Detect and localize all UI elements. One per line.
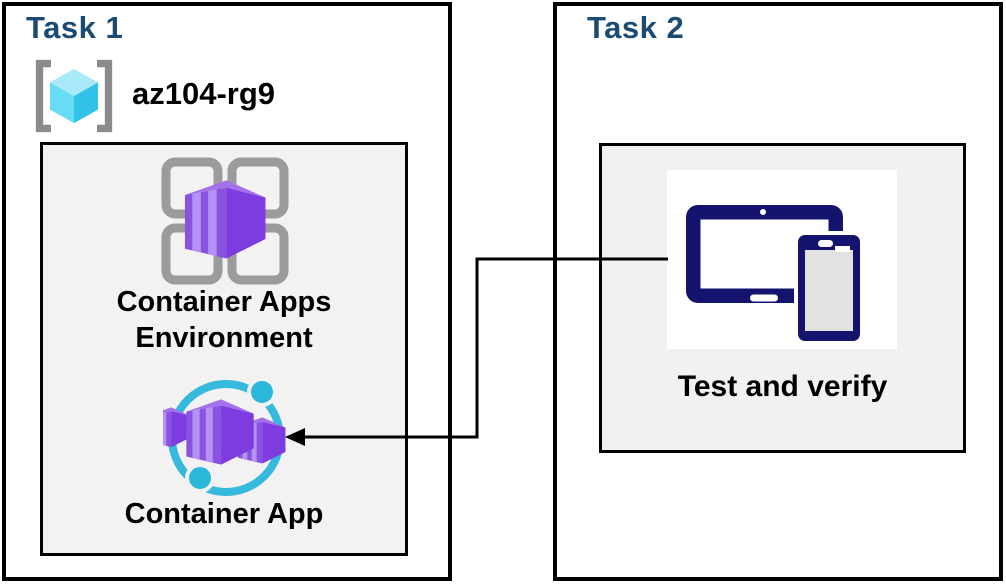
container-apps-environment-label: Container Apps Environment <box>43 284 405 356</box>
tablet-and-phone-icon <box>686 205 864 345</box>
task1-title: Task 1 <box>26 10 124 45</box>
test-and-verify-icon-plate <box>667 170 897 349</box>
label-line-1: Container Apps <box>116 286 332 318</box>
test-and-verify-label: Test and verify <box>677 370 888 403</box>
container-app-label: Container App <box>124 498 324 530</box>
resource-group-icon <box>35 59 113 133</box>
container-apps-environment-icon <box>161 157 289 285</box>
container-app-icon <box>163 377 286 496</box>
label-line-2: Environment <box>135 322 313 354</box>
task2-title: Task 2 <box>587 10 685 45</box>
resource-group-name: az104-rg9 <box>132 76 276 111</box>
